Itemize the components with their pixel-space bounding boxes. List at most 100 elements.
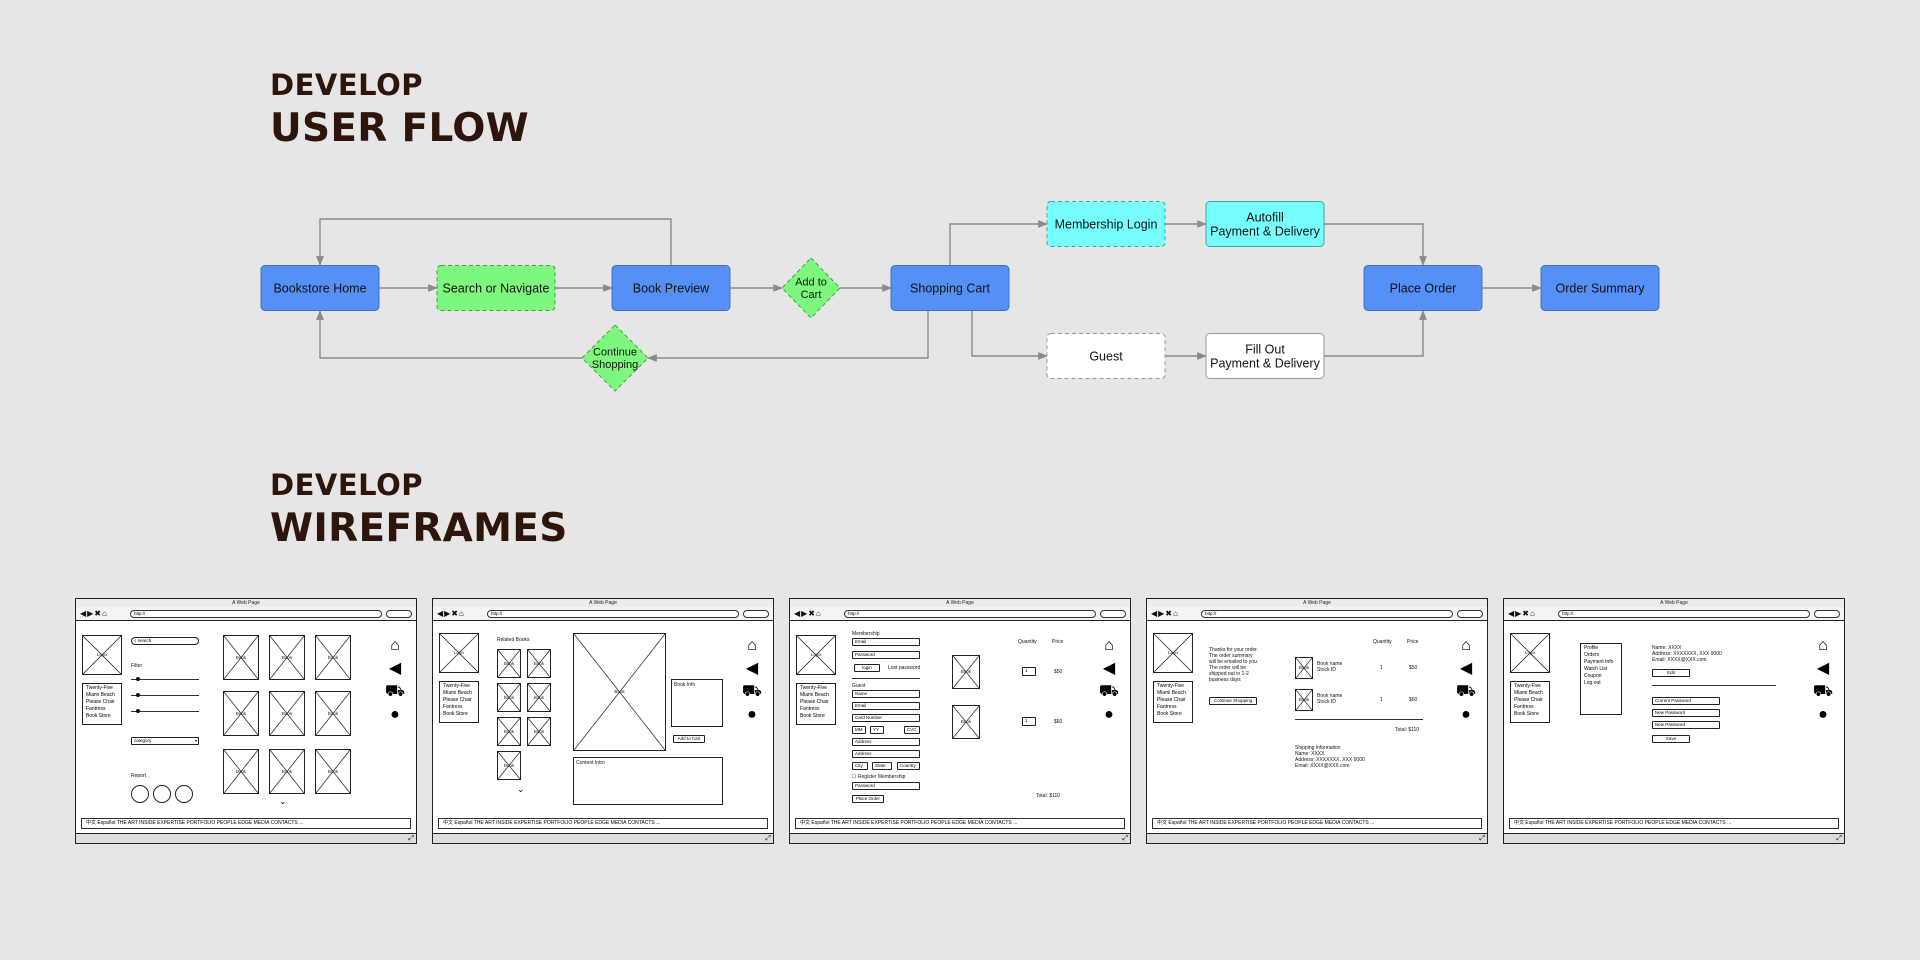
home-icon: ⌂ <box>1461 637 1471 654</box>
home-icon: ⌂ <box>747 637 757 654</box>
book-placeholder: Book <box>223 749 259 794</box>
cart-icon: ⛟ <box>384 683 406 700</box>
window-statusbar <box>1147 833 1487 843</box>
logo-placeholder: Logo <box>439 633 479 673</box>
content-intro-box: Content Intro <box>573 757 723 805</box>
home-icon: ⌂ <box>390 637 400 654</box>
browser-nav-icons: ◀▶✖⌂ <box>437 609 465 618</box>
home-icon: ⌂ <box>1104 637 1114 654</box>
filter-label: Filter <box>131 663 143 669</box>
browser-search-field <box>1814 610 1840 618</box>
back-icon: ◀ <box>1102 660 1116 677</box>
current-password-field: Current Password <box>1652 697 1720 705</box>
user-icon: ● <box>747 706 757 723</box>
window-statusbar <box>790 833 1130 843</box>
flow-node-label: Fill Out <box>1245 342 1285 356</box>
guest-label: Guest <box>852 683 866 689</box>
book-cover-placeholder: Book <box>573 633 666 751</box>
book-placeholder: Book <box>269 691 305 736</box>
address-field: Address <box>852 738 920 746</box>
filter-slider-1 <box>131 679 199 680</box>
logo-placeholder: Logo <box>82 635 122 675</box>
flow-node-shape <box>1046 201 1166 247</box>
book-placeholder: Book <box>269 749 305 794</box>
home-icon: ⌂ <box>1818 637 1828 654</box>
cart-icon: ⛟ <box>1098 683 1120 700</box>
flow-node-label: Order Summary <box>1556 281 1646 295</box>
browser-nav: ◀▶✖⌂ http:// <box>76 607 416 621</box>
flow-edge-continue-to-home <box>316 310 582 359</box>
cart-total: Total: $110 <box>1036 793 1061 799</box>
city-field: City <box>852 762 868 770</box>
related-books-label: Related Books <box>497 637 530 643</box>
book-placeholder: Book <box>315 635 351 680</box>
wireframe-shopping-cart: A Web Page ◀▶✖⌂ http:// Logo Twenty-Five… <box>789 598 1131 844</box>
browser-nav-icons: ◀▶✖⌂ <box>1151 609 1179 618</box>
price-value: $50 <box>1409 665 1418 671</box>
user-icon: ● <box>1461 706 1471 723</box>
browser-search-field <box>743 610 769 618</box>
divider <box>852 678 920 679</box>
flow-node-shape <box>1046 333 1166 379</box>
name-field: Name <box>852 690 920 698</box>
quantity-header: Quantity <box>1373 639 1392 645</box>
url-field: http:// <box>487 610 739 618</box>
cvc-field: CVC <box>904 726 920 734</box>
country-field: Country <box>897 762 920 770</box>
flow-node-preview: Book Preview <box>611 265 731 311</box>
side-nav-icons: ⌂◀⛟● <box>384 634 406 726</box>
book-placeholder: Book <box>315 691 351 736</box>
confirm-password-field: New Password <box>1652 721 1720 729</box>
category-select: category▾ <box>131 737 199 745</box>
price-header: Price <box>1407 639 1419 645</box>
price-value: $60 <box>1409 697 1418 703</box>
search-input: ⌕ search <box>131 637 199 645</box>
browser-nav-icons: ◀▶✖⌂ <box>80 609 108 618</box>
quantity-stepper: 1 <box>1022 667 1036 676</box>
cart-icon: ⛟ <box>1455 683 1477 700</box>
price-header: Price <box>1052 639 1064 645</box>
flow-node-shape <box>1205 201 1325 247</box>
flow-edge-cart-to-login <box>949 220 1048 265</box>
flow-node-label: Place Order <box>1390 281 1457 295</box>
flow-node-label: Continue <box>593 347 637 359</box>
quantity-header: Quantity <box>1018 639 1037 645</box>
quantity-value: 1 <box>1380 697 1383 703</box>
yy-field: YY <box>870 726 884 734</box>
filter-slider-2 <box>131 695 199 696</box>
flow-node-label: Cart <box>801 289 822 301</box>
mm-field: MM <box>852 726 866 734</box>
wireframes-heading-large: WIREFRAMES <box>270 506 568 551</box>
wireframes-heading-small: DEVELOP <box>270 468 423 502</box>
url-field: http:// <box>1558 610 1810 618</box>
browser-nav: ◀▶✖⌂ http:// <box>433 607 773 621</box>
state-field: State <box>872 762 892 770</box>
flow-edge-autofill-to-place <box>1324 223 1427 266</box>
flow-node-label: Search or Navigate <box>442 281 549 295</box>
wireframe-footer: 中文 Español THE ART INSIDE EXPERTISE PORT… <box>81 818 411 829</box>
password-field: Password <box>852 651 920 659</box>
book-placeholder: Book <box>952 705 980 739</box>
book-placeholder: Book <box>223 635 259 680</box>
flow-edge-fillout-to-place <box>1324 310 1427 357</box>
wireframe-account: A Web Page ◀▶✖⌂ http:// Logo Twenty-Five… <box>1503 598 1845 844</box>
side-nav-icons: ⌂◀⛟● <box>1455 634 1477 726</box>
book-placeholder: Book <box>952 655 980 689</box>
continue-shopping-button: Continue Shopping <box>1209 697 1257 705</box>
register-membership-checkbox: ☐ Register Membership <box>852 774 906 780</box>
flow-node-label: Payment & Delivery <box>1210 356 1321 370</box>
flow-node-label: Shopping <box>592 359 639 371</box>
flow-node-shape <box>611 265 731 311</box>
email-field: Email <box>852 638 920 646</box>
back-icon: ◀ <box>388 660 402 677</box>
flow-edge-preview-to-home <box>316 218 672 266</box>
book-placeholder: Book <box>315 749 351 794</box>
